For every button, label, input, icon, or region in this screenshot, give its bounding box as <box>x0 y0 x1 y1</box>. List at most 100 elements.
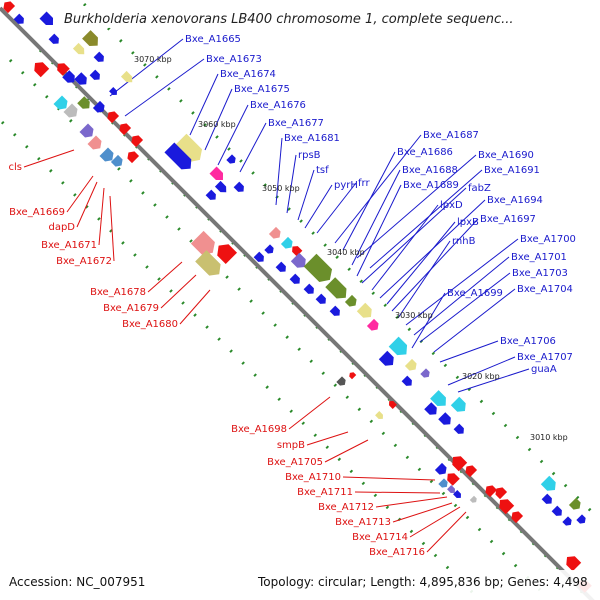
gene-feature[interactable] <box>173 133 207 167</box>
gene-feature[interactable] <box>463 463 478 478</box>
gene-feature[interactable] <box>77 96 93 112</box>
gene-feature[interactable] <box>205 189 219 203</box>
gene-feature[interactable] <box>117 121 132 136</box>
gene-feature[interactable] <box>541 493 555 507</box>
gene-feature[interactable] <box>424 402 440 418</box>
gene-feature[interactable] <box>54 60 70 76</box>
gene-feature[interactable] <box>195 250 225 280</box>
gene-feature[interactable] <box>93 51 107 65</box>
gene-feature[interactable] <box>253 251 267 265</box>
gene-label-bxe-a1669[interactable]: Bxe_A1669 <box>9 207 65 218</box>
gene-feature[interactable] <box>209 166 227 184</box>
gene-label-lpxb[interactable]: lpxB <box>457 217 479 228</box>
gene-feature[interactable] <box>31 59 50 78</box>
gene-label-bxe-a1700[interactable]: Bxe_A1700 <box>520 234 576 245</box>
gene-label-bxe-a1697[interactable]: Bxe_A1697 <box>480 214 536 225</box>
gene-feature[interactable] <box>336 376 347 387</box>
gene-label-bxe-a1665[interactable]: Bxe_A1665 <box>185 34 241 45</box>
gene-feature[interactable] <box>444 470 460 486</box>
gene-label-rnhb[interactable]: rnhB <box>452 236 476 247</box>
gene-feature[interactable] <box>401 375 415 389</box>
gene-label-bxe-a1673[interactable]: Bxe_A1673 <box>206 54 262 65</box>
gene-label-frr[interactable]: frr <box>358 178 370 189</box>
gene-feature[interactable] <box>430 390 450 410</box>
gene-label-bxe-a1699[interactable]: Bxe_A1699 <box>447 288 503 299</box>
gene-label-bxe-a1716[interactable]: Bxe_A1716 <box>369 547 425 558</box>
gene-feature[interactable] <box>469 495 478 504</box>
gene-feature[interactable] <box>434 462 449 477</box>
gene-feature[interactable] <box>233 181 247 195</box>
gene-label-dapd[interactable]: dapD <box>48 222 75 233</box>
gene-label-bxe-a1706[interactable]: Bxe_A1706 <box>500 336 556 347</box>
gene-feature[interactable] <box>264 244 275 255</box>
gene-label-bxe-a1689[interactable]: Bxe_A1689 <box>403 180 459 191</box>
gene-feature[interactable] <box>72 42 87 57</box>
gene-feature[interactable] <box>110 154 125 169</box>
gene-feature[interactable] <box>214 180 229 195</box>
gene-feature[interactable] <box>13 13 27 27</box>
gene-feature[interactable] <box>268 226 283 241</box>
gene-feature[interactable] <box>315 293 329 307</box>
gene-feature[interactable] <box>348 371 357 380</box>
gene-label-bxe-a1701[interactable]: Bxe_A1701 <box>511 252 567 263</box>
gene-feature[interactable] <box>275 261 289 275</box>
gene-feature[interactable] <box>344 294 359 309</box>
gene-feature[interactable] <box>62 70 78 86</box>
gene-label-bxe-a1677[interactable]: Bxe_A1677 <box>268 118 324 129</box>
gene-label-bxe-a1710[interactable]: Bxe_A1710 <box>285 472 341 483</box>
gene-feature[interactable] <box>63 103 81 121</box>
gene-feature[interactable] <box>509 509 524 524</box>
gene-feature[interactable] <box>99 147 117 165</box>
gene-label-bxe-a1688[interactable]: Bxe_A1688 <box>402 165 458 176</box>
gene-feature[interactable] <box>109 87 119 97</box>
gene-feature[interactable] <box>447 485 457 495</box>
gene-feature[interactable] <box>453 423 467 437</box>
gene-label-bxe-a1676[interactable]: Bxe_A1676 <box>250 100 306 111</box>
gene-label-rpsb[interactable]: rpsB <box>298 150 321 161</box>
gene-label-bxe-a1687[interactable]: Bxe_A1687 <box>423 130 479 141</box>
gene-feature[interactable] <box>87 135 105 153</box>
gene-label-bxe-a1672[interactable]: Bxe_A1672 <box>56 256 112 267</box>
gene-label-fabz[interactable]: fabZ <box>468 183 491 194</box>
gene-feature[interactable] <box>576 514 587 525</box>
gene-label-lpxd[interactable]: lpxD <box>440 200 463 211</box>
gene-label-tsf[interactable]: tsf <box>316 165 329 176</box>
gene-feature[interactable] <box>89 69 103 83</box>
gene-label-bxe-a1680[interactable]: Bxe_A1680 <box>122 319 178 330</box>
gene-feature[interactable] <box>303 253 337 287</box>
gene-label-bxe-a1711[interactable]: Bxe_A1711 <box>297 487 353 498</box>
gene-label-bxe-a1675[interactable]: Bxe_A1675 <box>234 84 290 95</box>
gene-feature[interactable] <box>438 478 449 489</box>
gene-feature[interactable] <box>280 236 295 251</box>
gene-feature[interactable] <box>1 0 16 14</box>
gene-feature[interactable] <box>290 252 309 271</box>
gene-feature[interactable] <box>105 109 120 124</box>
gene-feature[interactable] <box>164 142 195 173</box>
gene-label-bxe-a1679[interactable]: Bxe_A1679 <box>103 303 159 314</box>
gene-feature[interactable] <box>356 302 375 321</box>
gene-label-pyrh[interactable]: pyrH <box>334 180 358 191</box>
gene-feature[interactable] <box>79 123 97 141</box>
gene-feature[interactable] <box>48 33 62 47</box>
gene-feature[interactable] <box>53 95 71 113</box>
gene-feature[interactable] <box>289 273 303 287</box>
gene-feature[interactable] <box>453 490 463 500</box>
gene-feature[interactable] <box>129 133 144 148</box>
gene-label-bxe-a1674[interactable]: Bxe_A1674 <box>220 69 276 80</box>
gene-feature[interactable] <box>540 475 559 494</box>
gene-label-bxe-a1712[interactable]: Bxe_A1712 <box>318 502 374 513</box>
gene-label-bxe-a1713[interactable]: Bxe_A1713 <box>335 517 391 528</box>
gene-label-bxe-a1671[interactable]: Bxe_A1671 <box>41 240 97 251</box>
gene-feature[interactable] <box>387 399 397 409</box>
gene-label-bxe-a1714[interactable]: Bxe_A1714 <box>352 532 408 543</box>
gene-feature[interactable] <box>420 368 431 379</box>
gene-feature[interactable] <box>190 230 219 259</box>
gene-feature[interactable] <box>483 483 498 498</box>
gene-feature[interactable] <box>375 411 385 421</box>
gene-feature[interactable] <box>568 497 583 512</box>
gene-feature[interactable] <box>82 30 102 50</box>
gene-feature[interactable] <box>120 70 135 85</box>
gene-label-bxe-a1681[interactable]: Bxe_A1681 <box>284 133 340 144</box>
gene-feature[interactable] <box>74 72 90 88</box>
gene-feature[interactable] <box>92 100 107 115</box>
